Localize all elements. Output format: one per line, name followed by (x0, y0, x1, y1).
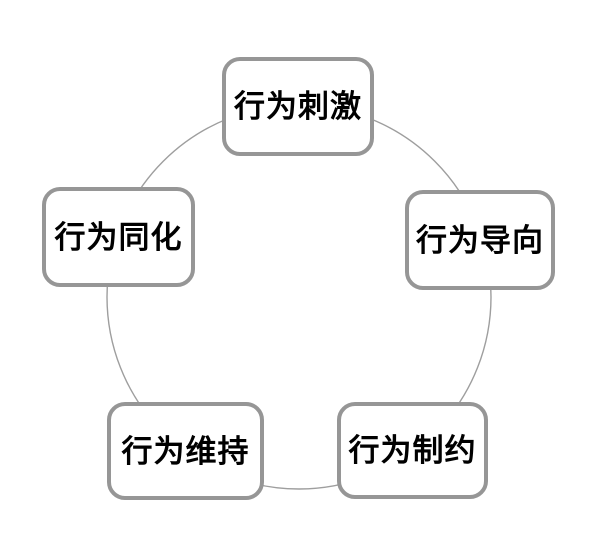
node-label: 行为维持 (121, 433, 250, 469)
node-label: 行为导向 (416, 222, 544, 258)
node-label: 行为制约 (348, 433, 477, 468)
node-behavior-maintain[interactable]: 行为维持 (107, 402, 264, 500)
node-behavior-stimulus[interactable]: 行为刺激 (222, 57, 374, 156)
node-label: 行为同化 (54, 219, 183, 255)
node-behavior-assimilate[interactable]: 行为同化 (42, 187, 195, 287)
node-label: 行为刺激 (234, 89, 362, 124)
node-behavior-restraint[interactable]: 行为制约 (337, 402, 488, 499)
node-behavior-guidance[interactable]: 行为导向 (405, 190, 555, 290)
